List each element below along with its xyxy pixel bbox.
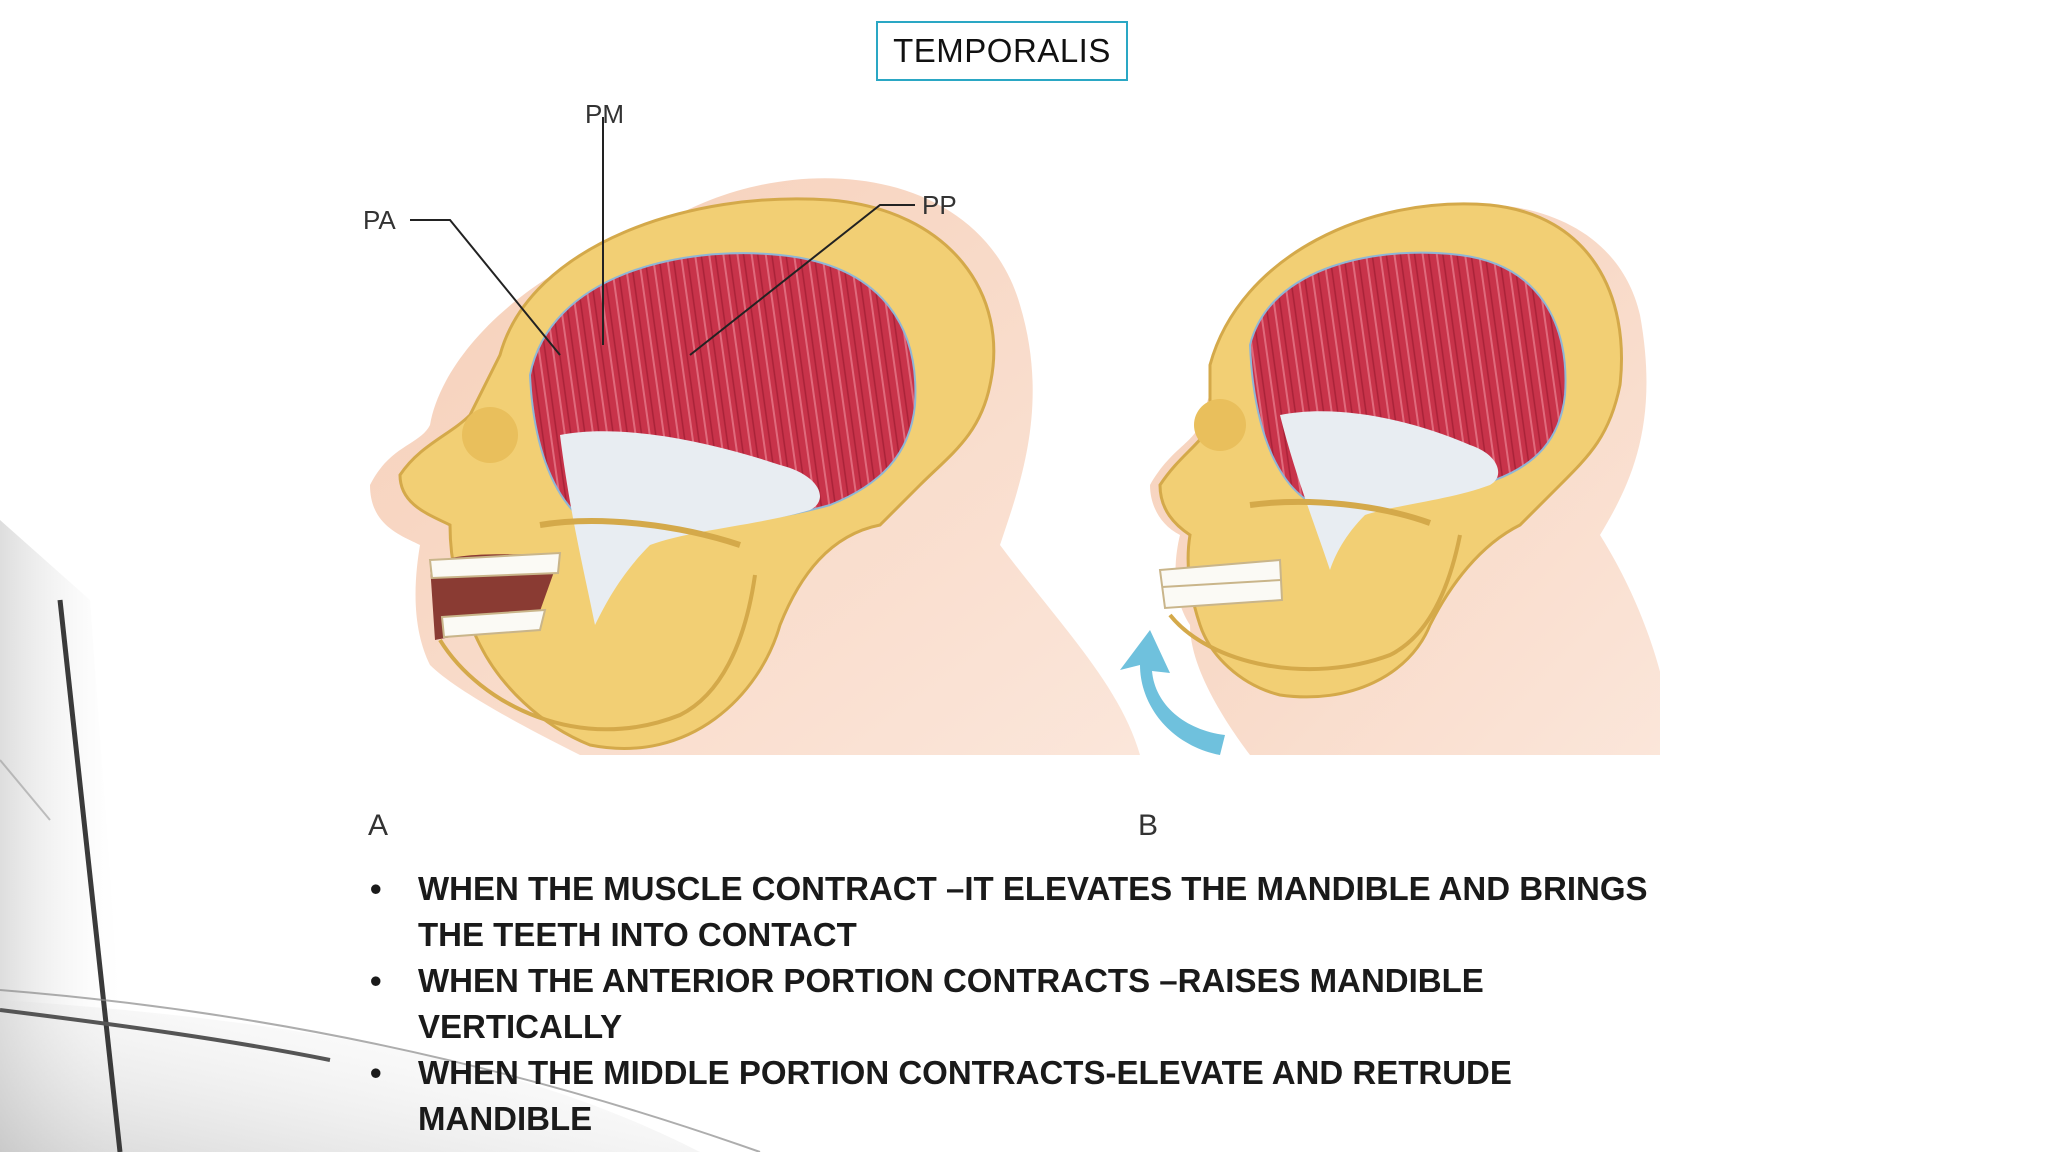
label-pm: PM [585,105,624,129]
label-b: B [1138,809,1158,840]
bullet-text-line2: MANDIBLE [418,1100,593,1137]
bullet-marker: • [370,870,382,907]
zygomatic-arch-a [539,518,741,548]
orbit-a [462,407,518,463]
head-a: PM PA PP A [363,105,1140,840]
label-pp: PP [922,190,957,220]
slide-title: TEMPORALIS [893,32,1111,69]
bullet-item: • WHEN THE MUSCLE CONTRACT –IT ELEVATES … [370,866,1670,958]
temporalis-tendon-a [560,431,820,625]
orbit-b [1194,399,1246,451]
zygomatic-arch-b [1249,498,1432,526]
elevation-arrow [1120,630,1225,755]
bullet-text-line1: WHEN THE MIDDLE PORTION CONTRACTS-ELEVAT… [418,1054,1512,1091]
bullet-item: • WHEN THE ANTERIOR PORTION CONTRACTS –R… [370,958,1670,1050]
bullet-list: • WHEN THE MUSCLE CONTRACT –IT ELEVATES … [370,866,1670,1142]
title-box: TEMPORALIS [876,21,1128,81]
mandible-b [1168,534,1462,672]
bullet-text-line2: VERTICALLY [418,1008,623,1045]
bullet-text-line1: WHEN THE ANTERIOR PORTION CONTRACTS –RAI… [418,962,1484,999]
head-b: B [1120,202,1660,840]
label-a: A [368,809,388,840]
bullet-text-line2: THE TEETH INTO CONTACT [418,916,857,953]
occlusal-line-b [1161,579,1282,588]
bullet-text-line1: WHEN THE MUSCLE CONTRACT –IT ELEVATES TH… [418,870,1648,907]
upper-teeth-a [428,551,562,580]
temporalis-figure: PM PA PP A B [363,105,1660,840]
temporalis-tendon-b [1280,411,1499,570]
mandible-a [438,574,757,732]
bullet-item: • WHEN THE MIDDLE PORTION CONTRACTS-ELEV… [370,1050,1670,1142]
pp-leader [689,204,915,356]
lower-teeth-a [440,608,547,639]
bullet-marker: • [370,962,382,999]
label-pa: PA [363,205,396,235]
pa-leader [410,219,561,356]
bullet-marker: • [370,1054,382,1091]
